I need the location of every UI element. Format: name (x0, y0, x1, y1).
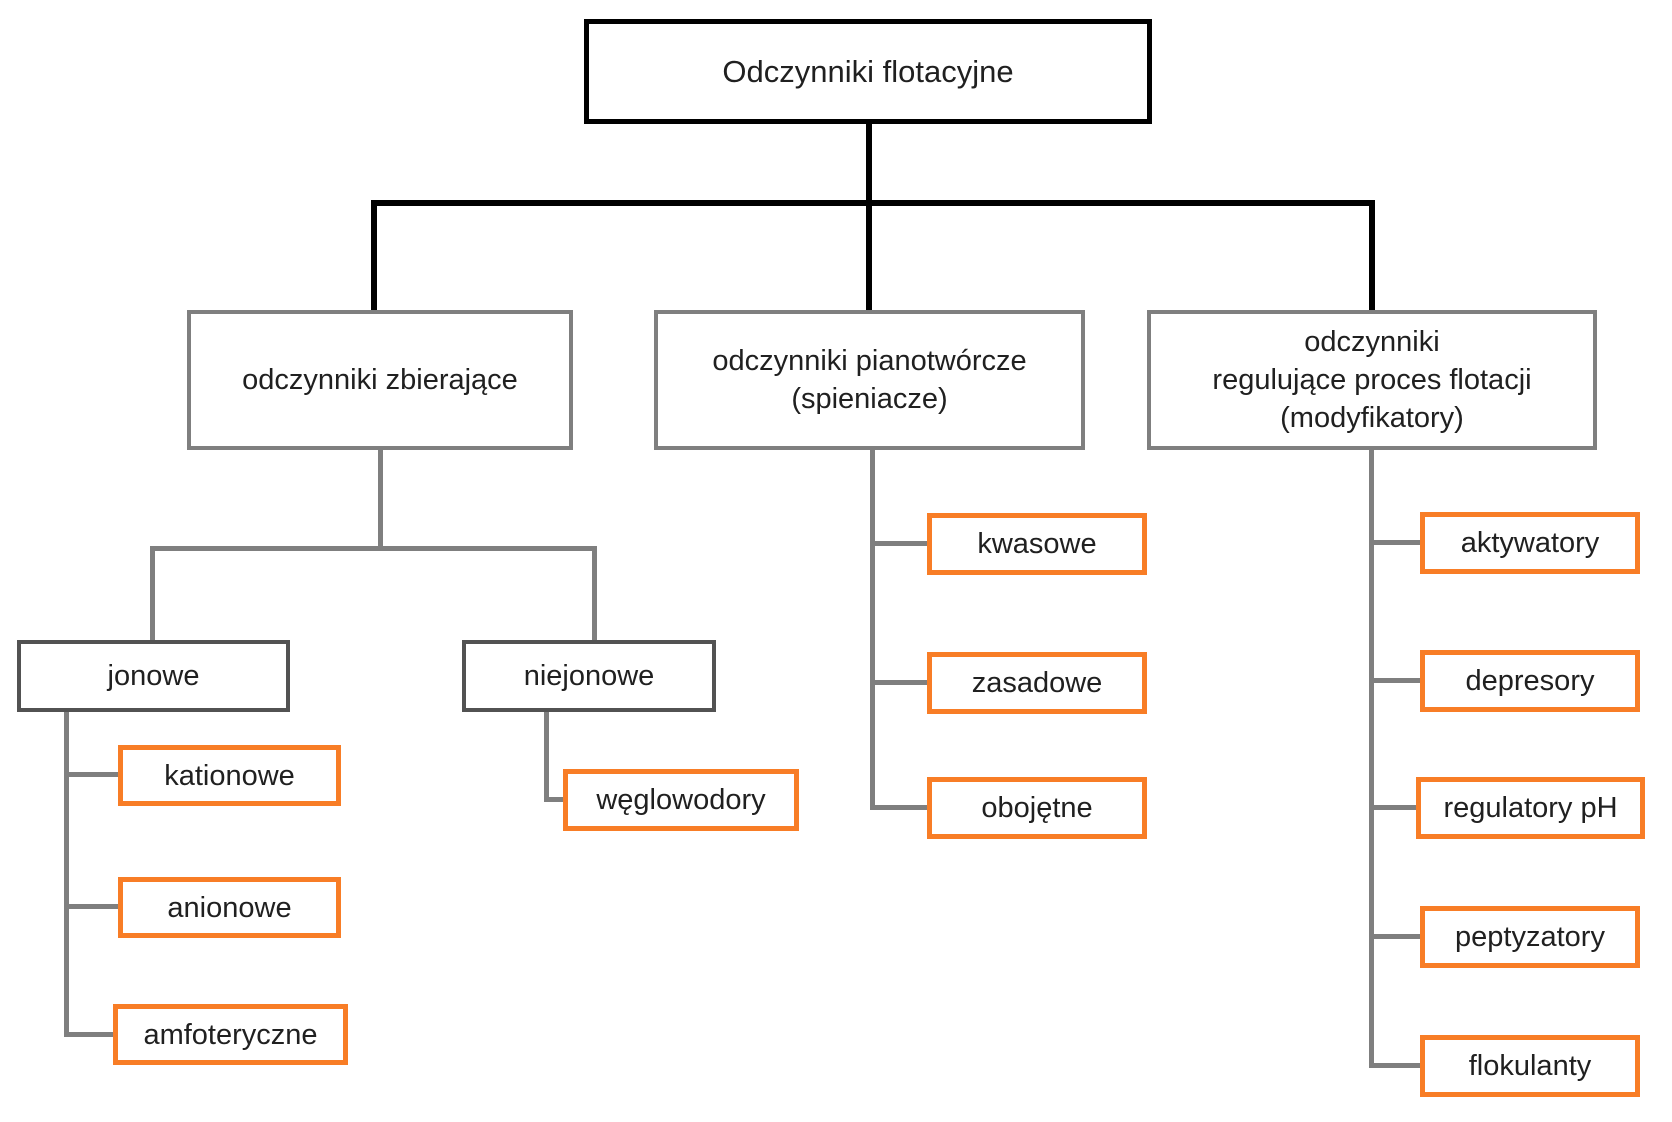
connector-stub-peptyzatory (1369, 934, 1420, 939)
connector-stub-amfoteryczne (64, 1032, 113, 1037)
node-weglowodory: węglowodory (563, 769, 799, 831)
connector-drop-right (1369, 200, 1375, 310)
connector-stub-depresory (1369, 678, 1420, 683)
connector-regulators-trunk (1369, 450, 1374, 1068)
node-flokulanty: flokulanty (1420, 1035, 1640, 1097)
connector-stub-zasadowe (870, 680, 927, 685)
node-obojetne: obojętne (927, 777, 1147, 839)
node-kationowe: kationowe (118, 745, 341, 806)
node-peptyzatory: peptyzatory (1420, 906, 1640, 968)
node-amfoteryczne: amfoteryczne (113, 1004, 348, 1065)
connector-collectors-drop (378, 450, 383, 549)
node-aktywatory: aktywatory (1420, 512, 1640, 574)
connector-niejonowe-trunk (544, 712, 549, 802)
connector-stub-flokulanty (1369, 1063, 1420, 1068)
connector-stub-regulatory-ph (1369, 805, 1416, 810)
connector-drop-jonowe (150, 546, 155, 640)
connector-main-horizontal (371, 200, 1375, 206)
connector-jonowe-trunk (64, 712, 69, 1037)
node-jonowe: jonowe (17, 640, 290, 712)
connector-collectors-horizontal (150, 546, 597, 551)
node-odczynniki-pianotworcze: odczynniki pianotwórcze (spieniacze) (654, 310, 1085, 450)
node-depresory: depresory (1420, 650, 1640, 712)
connector-drop-middle (866, 200, 872, 310)
node-odczynniki-flotacyjne: Odczynniki flotacyjne (584, 19, 1152, 124)
node-odczynniki-zbierajace: odczynniki zbierające (187, 310, 573, 450)
connector-stub-kationowe (64, 772, 118, 777)
node-odczynniki-regulujace: odczynniki regulujące proces flotacji (m… (1147, 310, 1597, 450)
connector-stub-kwasowe (870, 541, 927, 546)
connector-stub-obojetne (870, 805, 927, 810)
connector-stub-aktywatory (1369, 540, 1420, 545)
node-kwasowe: kwasowe (927, 513, 1147, 575)
connector-drop-left (371, 200, 377, 310)
node-anionowe: anionowe (118, 877, 341, 938)
node-niejonowe: niejonowe (462, 640, 716, 712)
node-zasadowe: zasadowe (927, 652, 1147, 714)
connector-stub-anionowe (64, 904, 118, 909)
connector-root-drop (866, 124, 872, 205)
connector-frothers-trunk (870, 450, 875, 810)
node-regulatory-ph: regulatory pH (1416, 777, 1645, 839)
connector-drop-niejonowe (592, 546, 597, 640)
connector-stub-weglowodory (544, 797, 563, 802)
